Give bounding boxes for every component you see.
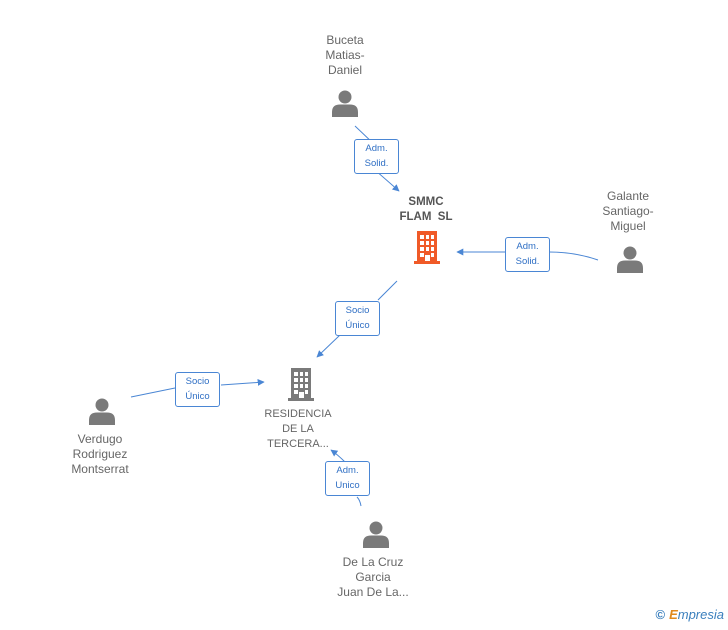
node-verdugo-label[interactable]: Verdugo Rodriguez Montserrat [55, 432, 145, 477]
edge-galante-smmc [457, 252, 599, 261]
edge-label-line: Solid. [515, 256, 540, 267]
person-icon[interactable] [332, 90, 358, 118]
node-buceta-label[interactable]: Buceta Matias- Daniel [300, 33, 390, 78]
node-galante-label[interactable]: Galante Santiago- Miguel [583, 189, 673, 234]
edge-label-line: Socio [185, 376, 210, 387]
edge-label-line: Adm. [336, 465, 359, 476]
brand-name: mpresia [677, 607, 724, 622]
node-label-line: Miguel [610, 219, 646, 233]
edge-label-line: Único [345, 320, 370, 331]
edge-label-verdugo-residencia[interactable]: Socio Único [175, 372, 220, 407]
copyright-icon: © [655, 607, 666, 622]
person-icon[interactable] [617, 246, 643, 274]
node-delacruz-label[interactable]: De La Cruz Garcia Juan De La... [328, 555, 418, 600]
node-label-line: Buceta [326, 33, 364, 47]
node-smmc-label[interactable]: SMMC FLAM SL [381, 195, 471, 225]
node-label-line: Verdugo [77, 432, 123, 446]
node-label-line: Matias- [325, 48, 365, 62]
node-label-line: Montserrat [71, 462, 129, 476]
person-icon[interactable] [89, 398, 115, 426]
edge-label-galante-smmc[interactable]: Adm. Solid. [505, 237, 550, 272]
node-residencia-label[interactable]: RESIDENCIA DE LA TERCERA... [253, 407, 343, 452]
empresia-watermark: ©Empresia [655, 607, 724, 622]
node-label-line: DE LA [282, 423, 314, 435]
node-label-line: De La Cruz [342, 555, 404, 569]
node-label-line: RESIDENCIA [264, 408, 332, 420]
node-label-line: Garcia [355, 570, 391, 584]
person-icon[interactable] [363, 521, 389, 549]
edge-label-line: Solid. [364, 158, 389, 169]
edge-delacruz-residencia [331, 450, 362, 507]
edge-label-line: Único [185, 391, 210, 402]
edge-label-smmc-residencia[interactable]: Socio Único [335, 301, 380, 336]
edge-verdugo-residencia [130, 382, 264, 398]
building-icon[interactable] [414, 231, 440, 264]
edge-label-line: Socio [345, 305, 370, 316]
node-label-line: TERCERA... [267, 438, 329, 450]
node-label-line: Santiago- [602, 204, 654, 218]
node-label-line: Daniel [327, 63, 363, 77]
building-icon[interactable] [288, 368, 314, 401]
edge-label-delacruz-residencia[interactable]: Adm. Unico [325, 461, 370, 496]
node-label-line: Galante [606, 189, 650, 203]
edge-label-line: Adm. [516, 241, 539, 252]
node-label-line: Juan De La... [337, 585, 409, 599]
node-label-line: FLAM SL [399, 211, 453, 223]
node-label-line: Rodriguez [72, 447, 128, 461]
brand-initial: E [669, 607, 678, 622]
edge-label-buceta-smmc[interactable]: Adm. Solid. [354, 139, 399, 174]
edge-label-line: Unico [335, 480, 360, 491]
edge-smmc-residencia [317, 280, 398, 357]
edge-label-line: Adm. [365, 143, 388, 154]
node-label-line: SMMC [408, 196, 444, 208]
